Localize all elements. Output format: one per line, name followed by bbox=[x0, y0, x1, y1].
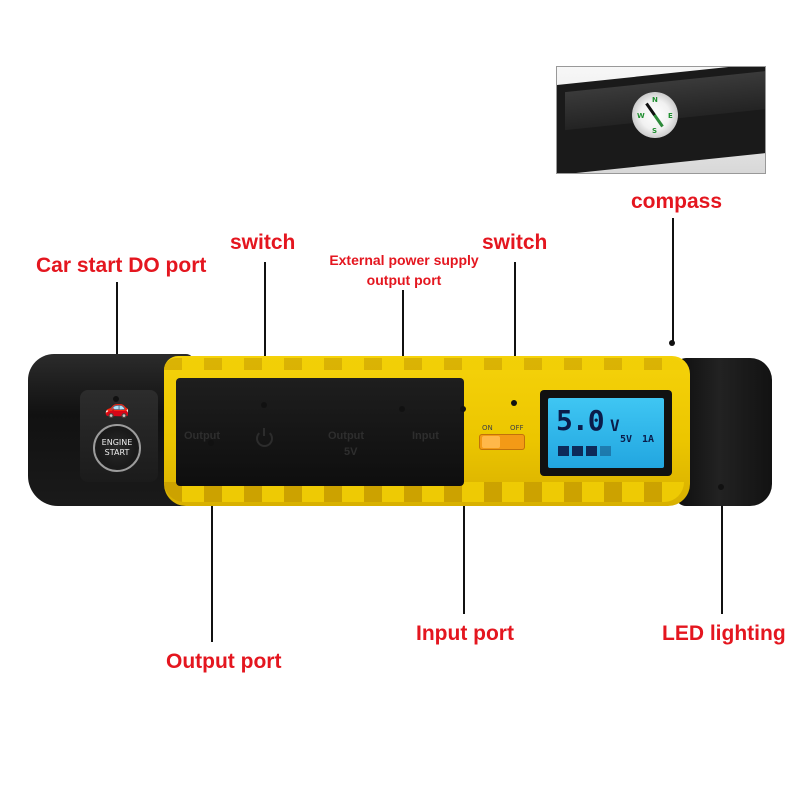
external-power-leader-line bbox=[402, 290, 404, 410]
switch-right-dot bbox=[511, 400, 517, 406]
battery-bar-1 bbox=[558, 446, 569, 456]
output-port-label: Output port bbox=[166, 650, 282, 673]
compass-needle bbox=[645, 102, 664, 128]
external-power-label-line2: output port bbox=[366, 272, 442, 288]
external-power-dot bbox=[399, 406, 405, 412]
car-start-panel: 🚗 ENGINE START bbox=[80, 390, 158, 482]
switch-left-label: switch bbox=[230, 231, 296, 254]
car-start-leader-line bbox=[116, 282, 118, 400]
panel-output-center-sub: 5V bbox=[344, 446, 358, 458]
lcd-sub-voltage: 5V bbox=[620, 434, 633, 445]
led-dot bbox=[718, 484, 724, 490]
output-port-leader-line bbox=[211, 444, 213, 642]
led-lighting-label: LED lighting bbox=[662, 622, 786, 645]
jump-starter-device: 🚗 ENGINE START Output Output 5V Input ON… bbox=[24, 350, 772, 514]
car-icon: 🚗 bbox=[104, 395, 130, 419]
lcd-sub-current: 1A bbox=[642, 434, 655, 445]
lcd-voltage-reading: 5.0 bbox=[556, 404, 605, 437]
switch-left-dot bbox=[261, 402, 267, 408]
battery-bar-4 bbox=[600, 446, 611, 456]
input-port-dot bbox=[460, 406, 466, 412]
compass-letter-w: W bbox=[637, 112, 645, 120]
panel-output-center-text: Output bbox=[328, 430, 365, 442]
compass-icon: N E S W bbox=[632, 92, 678, 138]
compass-letter-n: N bbox=[652, 96, 658, 104]
lcd-unit-v: V bbox=[610, 416, 620, 435]
lcd-battery-bars bbox=[558, 446, 618, 458]
battery-bar-3 bbox=[586, 446, 597, 456]
toggle-knob[interactable] bbox=[482, 436, 500, 448]
compass-letter-e: E bbox=[668, 112, 673, 120]
engine-start-button[interactable]: ENGINE START bbox=[93, 424, 141, 472]
yellow-ridges-bottom bbox=[164, 482, 684, 502]
led-leader-line bbox=[721, 488, 723, 614]
switch-on-text: ON bbox=[482, 424, 493, 432]
engine-start-text-1: ENGINE bbox=[101, 438, 133, 447]
panel-output-text: Output bbox=[184, 430, 221, 442]
switch-right-leader-line bbox=[514, 262, 516, 404]
switch-off-text: OFF bbox=[510, 424, 524, 432]
car-start-dot bbox=[113, 396, 119, 402]
external-power-label-line1: External power supply bbox=[329, 252, 479, 268]
compass-letter-s: S bbox=[652, 127, 658, 135]
switch-left-leader-line bbox=[264, 262, 266, 406]
compass-dot bbox=[669, 340, 675, 346]
external-power-output-label: External power supply output port bbox=[318, 250, 490, 290]
engine-start-text-2: START bbox=[104, 448, 130, 457]
panel-input-text: Input bbox=[412, 430, 439, 442]
power-toggle-switch[interactable] bbox=[479, 434, 525, 450]
switch-right-label: switch bbox=[482, 231, 548, 254]
battery-bar-2 bbox=[572, 446, 583, 456]
compass-inset-photo: N E S W bbox=[556, 66, 766, 174]
compass-leader-line bbox=[672, 218, 674, 344]
output-port-dot bbox=[208, 440, 214, 446]
lcd-display: 5.0 V 5V 1A bbox=[548, 398, 664, 468]
car-start-port-label: Car start DO port bbox=[36, 254, 207, 277]
lcd-display-frame: 5.0 V 5V 1A bbox=[540, 390, 672, 476]
device-right-shell-led bbox=[676, 358, 772, 506]
yellow-ridges-top bbox=[164, 358, 684, 370]
input-port-leader-line bbox=[463, 410, 465, 614]
power-icon[interactable] bbox=[256, 428, 273, 447]
compass-label: compass bbox=[631, 190, 723, 213]
input-port-label: Input port bbox=[416, 622, 514, 645]
port-cover-panel bbox=[176, 378, 464, 486]
